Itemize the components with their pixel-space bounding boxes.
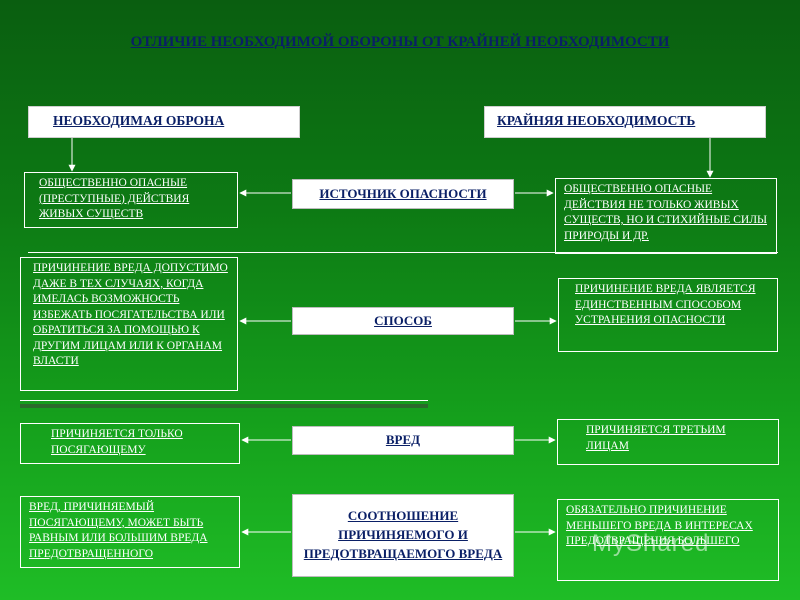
right-box-danger-source: ОБЩЕСТВЕННО ОПАСНЫЕ ДЕЙСТВИЯ НЕ ТОЛЬКО Ж… xyxy=(555,178,777,254)
header-necessary-defense: НЕОБХОДИМАЯ ОБРОНА xyxy=(28,106,300,138)
separator-line-top xyxy=(28,252,778,253)
left-box-method: ПРИЧИНЕНИЕ ВРЕДА ДОПУСТИМО ДАЖЕ В ТЕХ СЛ… xyxy=(20,257,238,391)
criterion-danger-source: ИСТОЧНИК ОПАСНОСТИ xyxy=(292,179,514,209)
right-box-method: ПРИЧИНЕНИЕ ВРЕДА ЯВЛЯЕТСЯ ЕДИНСТВЕННЫМ С… xyxy=(558,278,778,352)
header-extreme-necessity: КРАЙНЯЯ НЕОБХОДИМОСТЬ xyxy=(484,106,766,138)
page-title: ОТЛИЧИЕ НЕОБХОДИМОЙ ОБОРОНЫ ОТ КРАЙНЕЙ Н… xyxy=(130,34,670,50)
criterion-ratio: СООТНОШЕНИЕ ПРИЧИНЯЕМОГО И ПРЕДОТВРАЩАЕМ… xyxy=(292,494,514,577)
left-box-harm: ПРИЧИНЯЕТСЯ ТОЛЬКО ПОСЯГАЮЩЕМУ xyxy=(20,423,240,464)
criterion-harm: ВРЕД xyxy=(292,426,514,455)
criterion-method: СПОСОБ xyxy=(292,307,514,335)
separator-band xyxy=(20,404,428,408)
left-box-ratio: ВРЕД, ПРИЧИНЯЕМЫЙ ПОСЯГАЮЩЕМУ, МОЖЕТ БЫТ… xyxy=(20,496,240,568)
right-box-harm: ПРИЧИНЯЕТСЯ ТРЕТЬИМ ЛИЦАМ xyxy=(557,419,779,465)
right-box-ratio: ОБЯЗАТЕЛЬНО ПРИЧИНЕНИЕ МЕНЬШЕГО ВРЕДА В … xyxy=(557,499,779,581)
separator-line-middle xyxy=(20,400,428,401)
watermark-logo: MyShared xyxy=(592,530,710,557)
left-box-danger-source: ОБЩЕСТВЕННО ОПАСНЫЕ (ПРЕСТУПНЫЕ) ДЕЙСТВИ… xyxy=(24,172,238,228)
